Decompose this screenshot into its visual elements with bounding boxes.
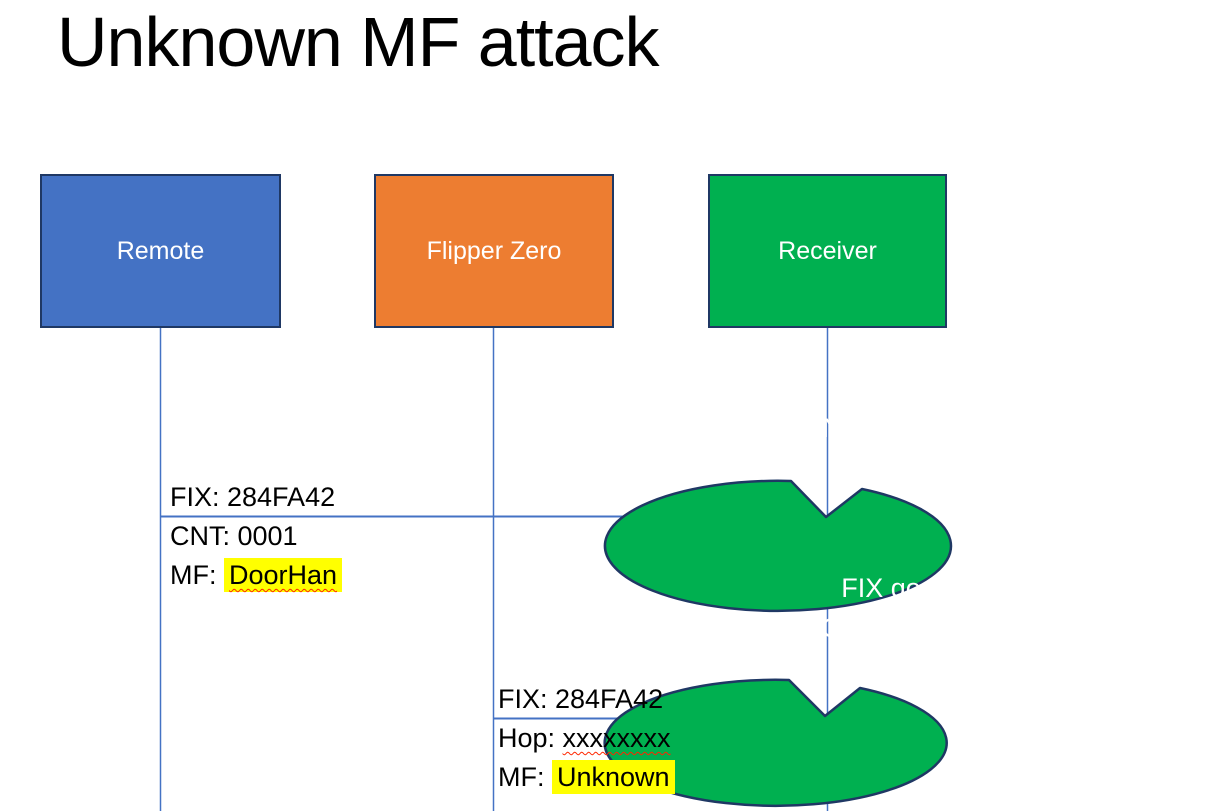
callout-1-line-1: FIX good <box>843 373 953 403</box>
message-2-hop-prefix: Hop: <box>498 723 563 753</box>
message-2-mf-highlighted-value: Unknown <box>552 760 675 794</box>
callout-2-line-1: FIX good <box>841 573 951 603</box>
message-1-line-mf: MF: DoorHan <box>170 556 343 595</box>
actor-box-remote: Remote <box>40 174 281 328</box>
message-2-line-mf: MF: Unknown <box>498 758 675 797</box>
actor-box-receiver: Receiver <box>708 174 947 328</box>
callout-1-line-3: “Opened” <box>840 453 956 483</box>
message-1-mf-prefix: MF: <box>170 560 224 590</box>
message-2-mf-prefix: MF: <box>498 762 552 792</box>
message-2-line-hop: Hop: xxxxxxxx <box>498 719 675 758</box>
callout-balloon-1 <box>603 479 953 613</box>
message-1-label: FIX: 284FA42 CNT: 0001 MF: DoorHan <box>170 478 343 595</box>
message-1-mf-highlighted-value: DoorHan <box>224 558 343 592</box>
message-2-label: FIX: 284FA42 Hop: xxxxxxxx MF: Unknown <box>498 680 675 797</box>
callout-1-text: FIX good CNT 0001 good “Opened” <box>725 368 1071 488</box>
message-1-line-fix: FIX: 284FA42 <box>170 482 336 512</box>
slide-title: Unknown MF attack <box>57 3 660 81</box>
callout-1-line-2: CNT 0001 good <box>802 413 994 443</box>
callout-balloon-2 <box>603 678 948 808</box>
message-2-hop-value: xxxxxxxx <box>562 723 671 753</box>
actor-label-receiver: Receiver <box>778 236 877 265</box>
callout-2-text: FIX good CNT is ???? “Opened” <box>725 568 1067 688</box>
actor-label-flipper-zero: Flipper Zero <box>426 236 562 265</box>
callout-2-line-2: CNT is ???? <box>821 613 971 643</box>
callout-2-line-3: “Opened” <box>838 653 954 683</box>
message-2-line-fix: FIX: 284FA42 <box>498 684 664 714</box>
actor-label-remote: Remote <box>116 236 205 265</box>
message-1-line-cnt: CNT: 0001 <box>170 521 298 551</box>
actor-box-flipper-zero: Flipper Zero <box>374 174 614 328</box>
